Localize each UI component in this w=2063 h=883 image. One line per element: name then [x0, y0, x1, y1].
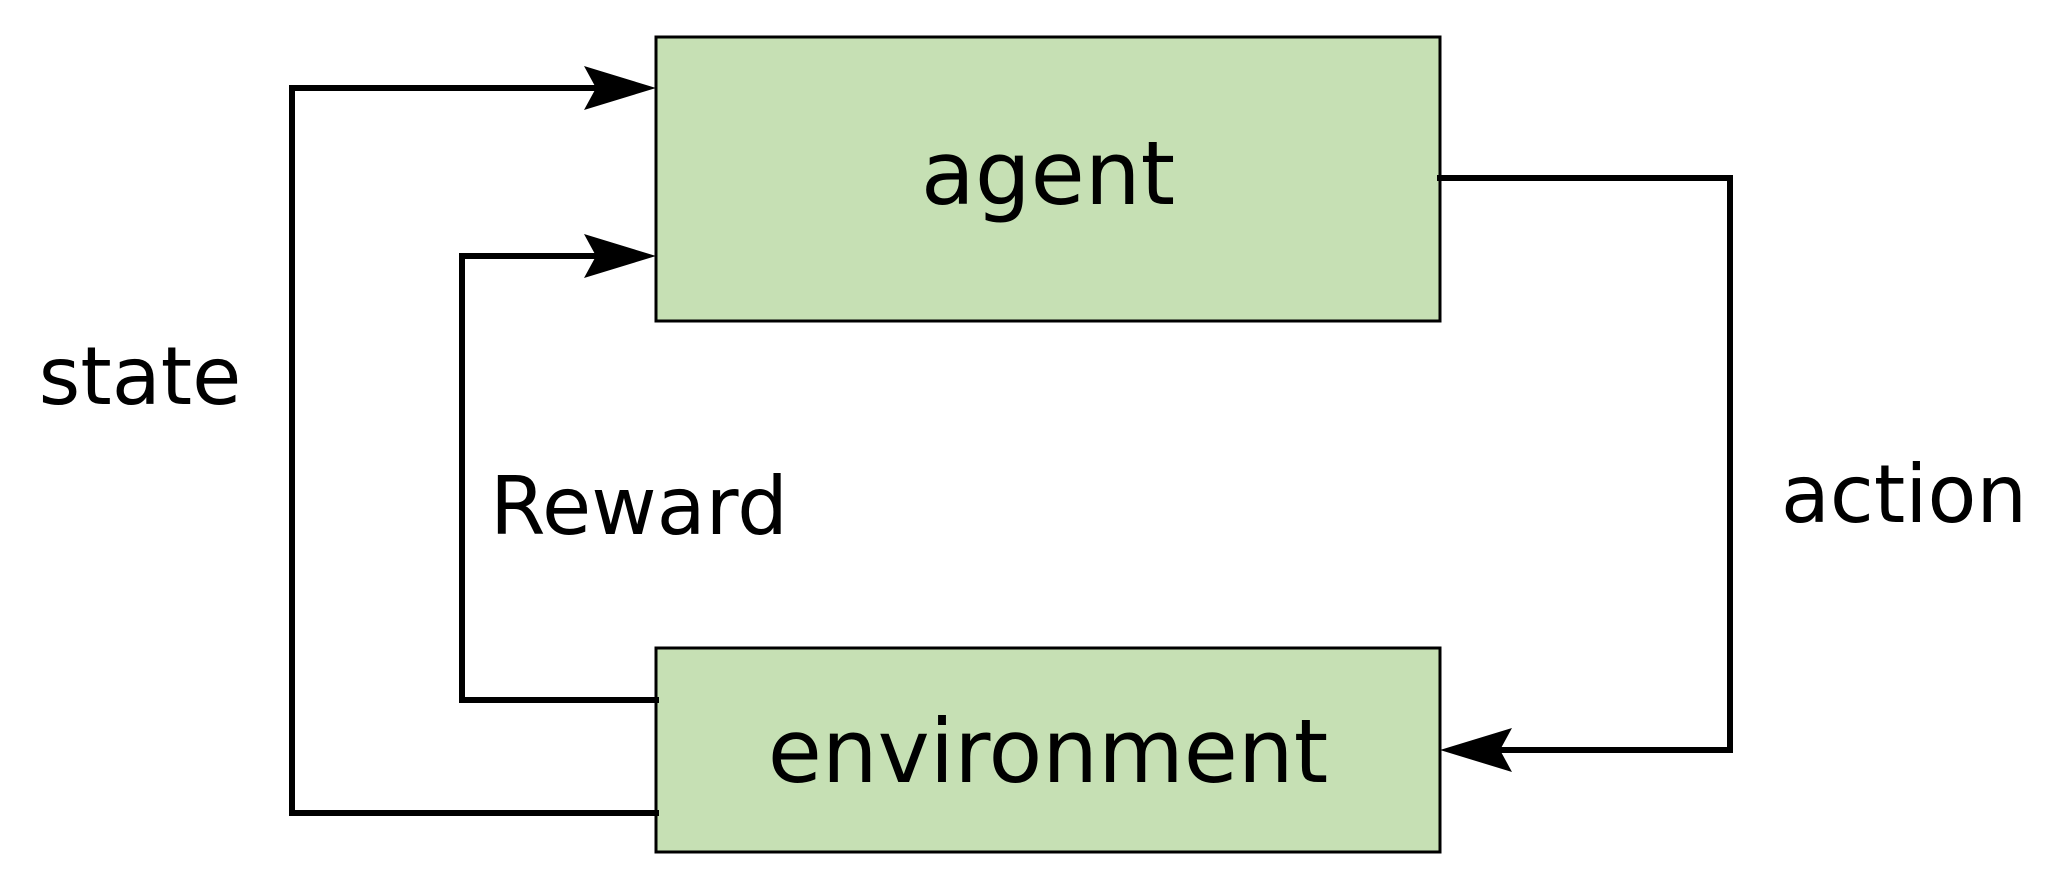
reward-line: [459, 253, 659, 703]
action-label: action: [1781, 448, 2027, 541]
environment-label: environment: [768, 700, 1328, 803]
environment-node: environment: [654, 646, 1442, 854]
agent-node: agent: [654, 35, 1442, 323]
state-edge: state: [39, 66, 659, 816]
state-line: [289, 85, 659, 816]
reward-edge: Reward: [459, 234, 788, 703]
state-arrowhead: [584, 66, 656, 110]
action-edge: action: [1437, 175, 2027, 772]
agent-box: [654, 35, 1442, 323]
reward-label: Reward: [490, 460, 788, 553]
action-arrowhead: [1440, 728, 1512, 772]
reward-arrowhead: [584, 234, 656, 278]
action-line: [1437, 175, 1733, 753]
agent-label: agent: [921, 122, 1175, 225]
environment-box: [654, 646, 1442, 854]
state-label: state: [39, 330, 242, 423]
